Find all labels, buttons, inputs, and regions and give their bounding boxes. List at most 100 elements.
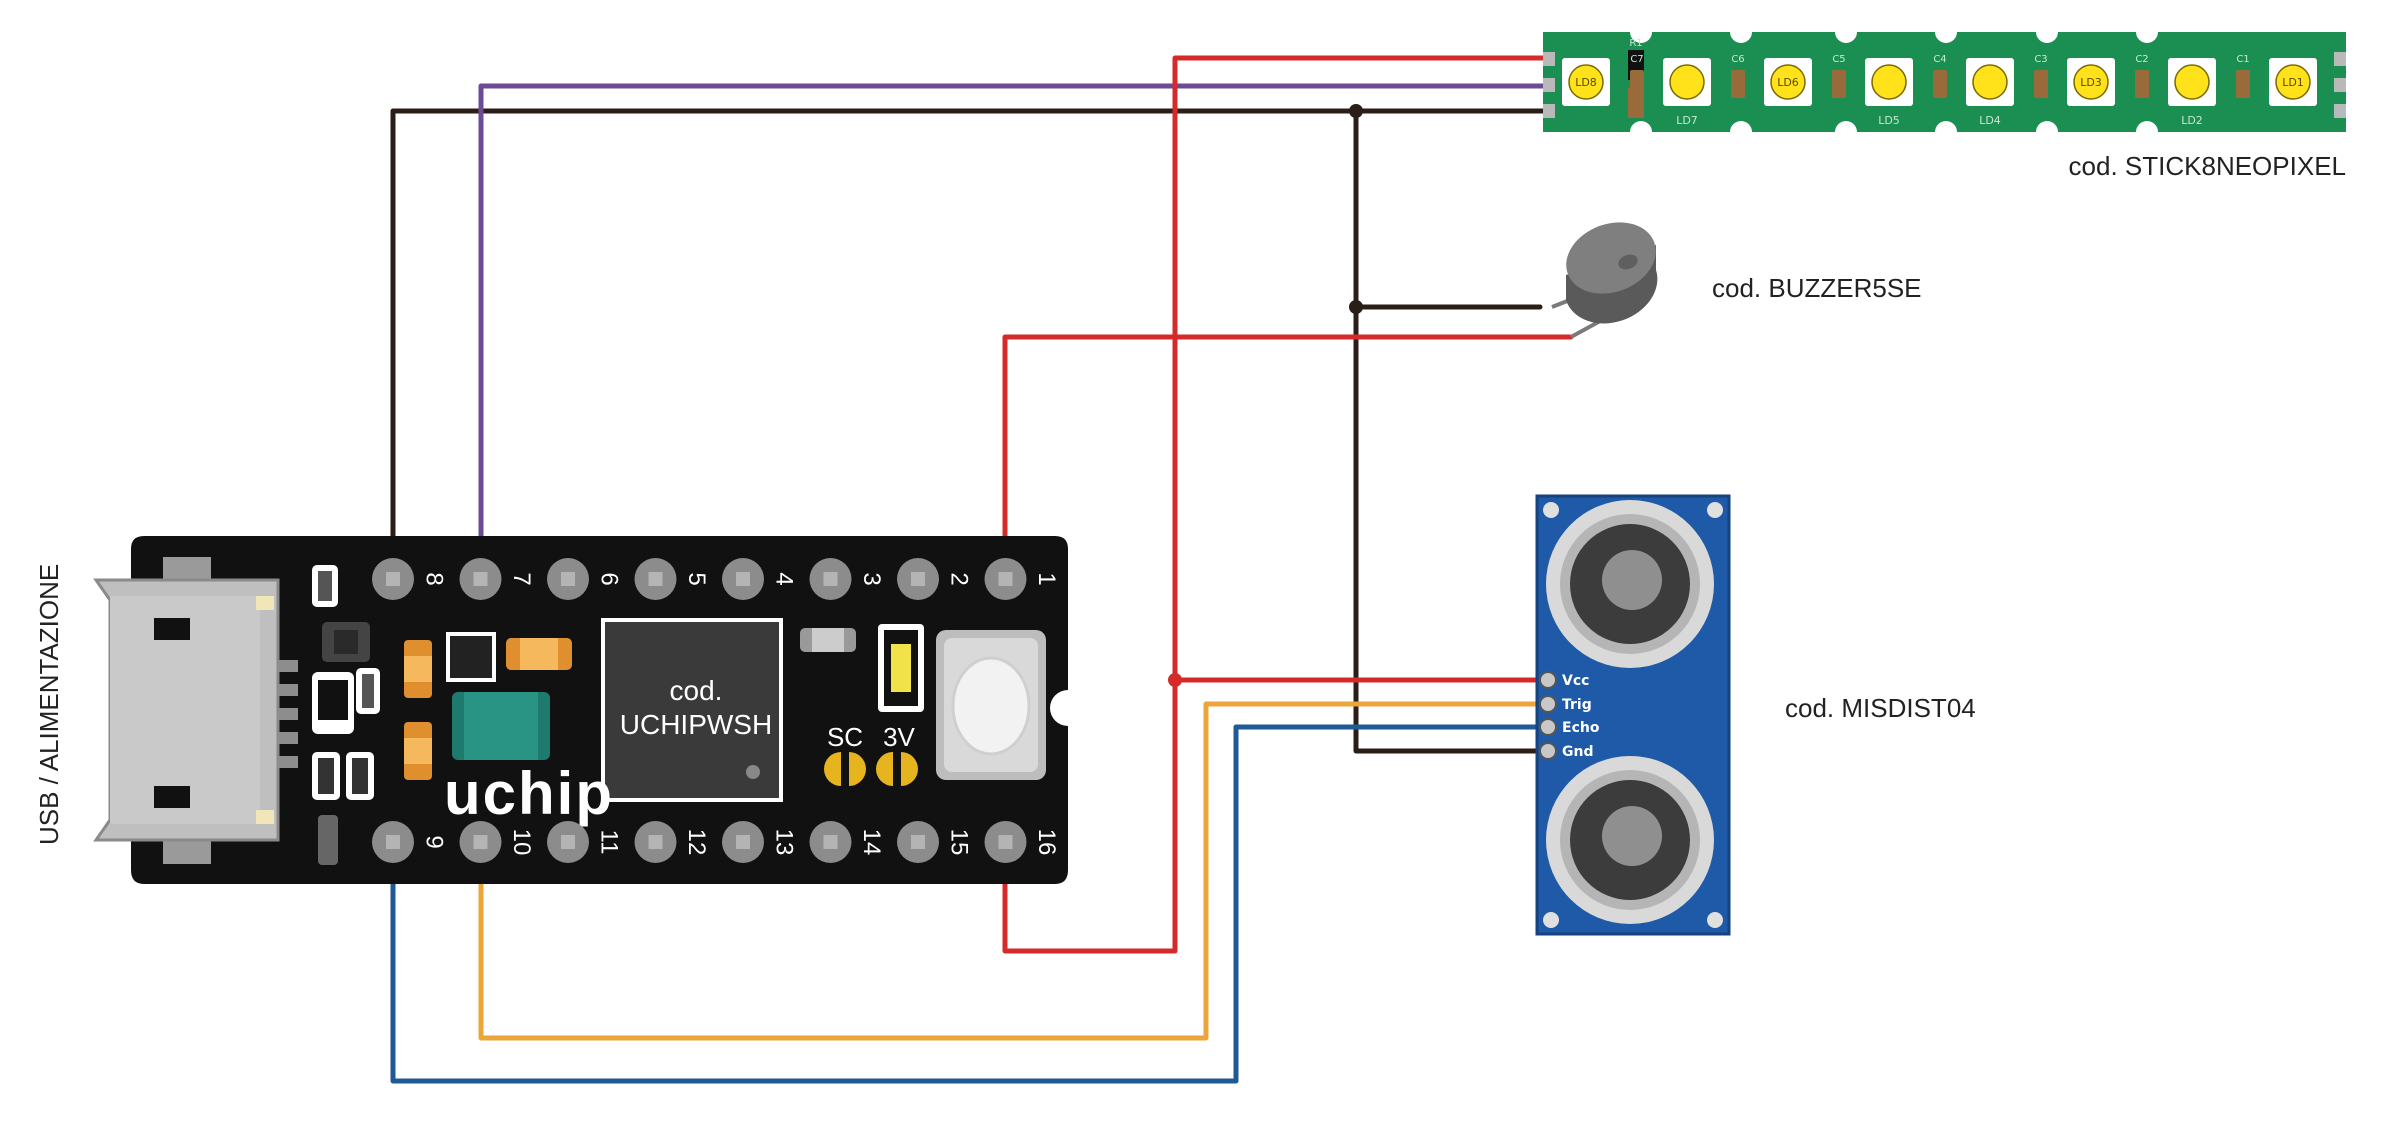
pin-number-label: 11 [596,830,623,855]
wires [390,55,1574,1084]
sensor-pin-vcc[interactable]: Vcc [1539,671,1589,689]
pin-hole [736,572,750,586]
pin-9[interactable]: 9 [372,821,448,863]
pin-hole [911,835,925,849]
pin-16[interactable]: 16 [984,821,1061,863]
led-lens [1669,64,1705,100]
junction-dot [1349,104,1363,118]
strip-capacitor [1832,70,1846,98]
pin-number-label: 7 [508,572,535,585]
reset-button[interactable] [936,630,1046,780]
led-silk-label: LD2 [2181,114,2203,127]
pin-12[interactable]: 12 [634,821,711,863]
pin-15[interactable]: 15 [897,821,973,863]
pin-number-label: 9 [421,835,448,848]
pin-hole [998,572,1013,586]
led-label: LD3 [2080,76,2102,89]
pin-6[interactable]: 6 [547,558,623,600]
sensor-pin-label: Vcc [1562,673,1589,689]
strip-capacitor [1731,70,1745,98]
strip-capacitor [2135,70,2149,98]
pin-number-label: 8 [421,572,448,585]
led-lens [2174,64,2210,100]
pin-1[interactable]: 1 [984,558,1061,600]
junction-dot [1349,300,1363,314]
uchip-name-label: UCHIPWSH [620,709,772,740]
sensor-pin-pad [1539,742,1557,760]
wire-blue-pin9-echo [390,724,1540,1084]
sensor-pin-label: Echo [1562,720,1600,736]
pin-2[interactable]: 2 [897,558,973,600]
sensor-pin-echo[interactable]: Echo [1539,718,1600,736]
pin-hole [911,572,925,586]
led-lens [1972,64,2008,100]
strip-capacitor [2034,70,2048,98]
pin-number-label: 1 [1033,572,1060,585]
pin-3[interactable]: 3 [809,558,886,600]
pin-number-label: 6 [596,572,623,585]
led-lens [1770,64,1806,100]
pin-hole [648,835,663,849]
usb-connector [93,557,298,864]
led-label: LD8 [1575,76,1597,89]
strip-capacitor [1933,70,1947,98]
pin-header-bottom: 9 10 11 12 13 14 15 16 [372,821,1060,863]
pin-7[interactable]: 7 [459,558,536,600]
sensor-pin-trig[interactable]: Trig [1539,695,1592,713]
pin-11[interactable]: 11 [547,821,623,863]
strip-led-ld5: LD5 [1865,58,1913,127]
junction-dot [1168,673,1182,687]
pin-number-label: 12 [683,829,710,856]
uchip-processor: cod. UCHIPWSH [601,618,783,802]
board-components: cod. UCHIPWSH uchip SC 3V [312,565,1046,865]
pin-number-label: 10 [508,829,535,856]
sensor-pin-gnd[interactable]: Gnd [1539,742,1593,760]
led-silk-label: LD4 [1979,114,2001,127]
strip-led-ld3: LD3 [2067,58,2115,106]
strip-capacitor [2236,70,2250,98]
buzzer [1551,222,1658,339]
capacitor-silk-label: C7 [1630,54,1643,65]
capacitor-silk-label: C5 [1832,54,1845,65]
sensor-pin-pad [1539,718,1557,736]
pin-hole [823,572,838,586]
pin-hole [473,572,488,586]
strip-led-ld2: LD2 [2168,58,2216,127]
pin-number-label: 16 [1033,829,1060,856]
led-label: LD1 [2282,76,2304,89]
strip-led-ld8: LD8 [1562,58,1610,106]
sensor-label: cod. MISDIST04 [1785,693,1976,723]
pin-number-label: 4 [771,572,798,585]
strip-led-ld6: LD6 [1764,58,1812,106]
pin-14[interactable]: 14 [809,821,886,863]
wire-black-ground-bus [1353,108,1543,754]
wire-orange-pin10-trig [478,701,1540,1041]
sensor-transducer-bottom [1546,756,1714,924]
pin-number-label: 13 [771,829,798,856]
uchip-logo: uchip [444,760,614,827]
sensor-transducer-top [1546,500,1714,668]
led-silk-label: LD7 [1676,114,1698,127]
pin-hole [998,835,1013,849]
pin-8[interactable]: 8 [372,558,448,600]
sc-label: SC [827,722,863,752]
pin-10[interactable]: 10 [459,821,536,863]
pin-5[interactable]: 5 [634,558,711,600]
strip-led-ld7: LD7 [1663,58,1711,127]
usb-power-label: USB / ALIMENTAZIONE [34,564,64,845]
pin-hole [386,572,400,586]
resistor-silk-label: R1 [1629,38,1642,49]
pin-hole [386,835,400,849]
sensor-pin-pad [1539,695,1557,713]
pin-4[interactable]: 4 [722,558,798,600]
pin-13[interactable]: 13 [722,821,798,863]
pin-hole [561,572,575,586]
pin-number-label: 5 [683,572,710,585]
capacitor-silk-label: C1 [2236,54,2249,65]
